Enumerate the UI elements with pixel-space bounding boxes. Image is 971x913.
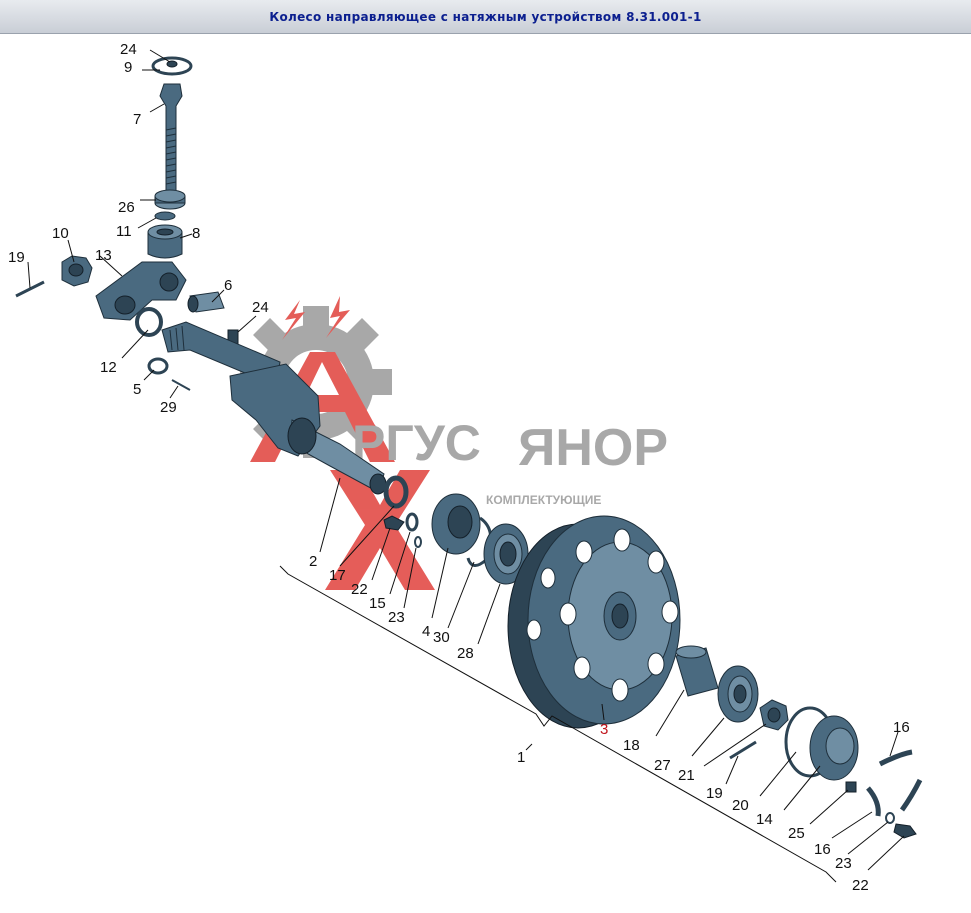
callout-23a: 23 xyxy=(388,609,405,626)
callout-22b: 22 xyxy=(852,877,869,894)
lock-washer-part-23a xyxy=(414,536,422,548)
callout-28: 28 xyxy=(457,645,474,662)
callout-19b: 19 xyxy=(706,785,723,802)
callout-10: 10 xyxy=(52,225,69,242)
lock-washer-part-23b xyxy=(885,812,895,824)
callout-12: 12 xyxy=(100,359,117,376)
callout-11: 11 xyxy=(116,223,132,240)
callout-8: 8 xyxy=(192,225,200,242)
callout-30: 30 xyxy=(433,629,450,646)
callout-3: 3 xyxy=(600,721,608,738)
callout-19a: 19 xyxy=(8,249,25,266)
callout-24a: 24 xyxy=(120,41,137,58)
callout-27: 27 xyxy=(654,757,671,774)
bearing-part-28 xyxy=(483,523,529,585)
callout-22a: 22 xyxy=(351,581,368,598)
watermark-brand-left: РГУС xyxy=(352,415,481,471)
bolt-part-22b xyxy=(893,823,917,839)
callout-13: 13 xyxy=(95,247,112,264)
bushing-part-6 xyxy=(187,291,225,313)
cotter-pin-part-19b xyxy=(729,740,757,760)
watermark-letter-x xyxy=(325,470,435,590)
callout-5: 5 xyxy=(133,381,141,398)
guide-wheel-part-3 xyxy=(507,515,681,729)
callout-21: 21 xyxy=(678,767,695,784)
watermark-bolt-right xyxy=(326,296,350,338)
bearing-part-27 xyxy=(717,665,759,723)
lock-plate-part-16b xyxy=(899,778,923,812)
exploded-parts-diagram: РГУС ЯНОР КОМПЛЕКТУЮЩИЕ xyxy=(8,41,923,894)
callout-20: 20 xyxy=(732,797,749,814)
title-bar: Колесо направляющее с натяжным устройств… xyxy=(0,0,971,34)
window-title: Колесо направляющее с натяжным устройств… xyxy=(269,10,702,24)
callout-9: 9 xyxy=(124,59,132,76)
lock-plate-part-16a xyxy=(878,749,913,767)
bolt-part-22a xyxy=(383,515,405,531)
bearing-part-26 xyxy=(154,189,186,210)
lock-plate-part-16c xyxy=(866,786,881,817)
washer-part-11 xyxy=(154,211,176,221)
nut-part-21 xyxy=(759,699,789,731)
callout-26: 26 xyxy=(118,199,135,216)
callout-4: 4 xyxy=(422,623,430,640)
callout-25: 25 xyxy=(788,825,805,842)
hub-cap-part-14 xyxy=(809,715,859,781)
callout-14: 14 xyxy=(756,811,773,828)
callout-23b: 23 xyxy=(835,855,852,872)
lever-arm-part-13 xyxy=(95,261,187,321)
callout-29: 29 xyxy=(160,399,177,416)
pin-part-29 xyxy=(171,379,191,391)
callout-2: 2 xyxy=(309,553,317,570)
ring-part-5 xyxy=(147,357,169,375)
assembly-bracket xyxy=(279,565,837,883)
callout-24b: 24 xyxy=(252,299,269,316)
slotted-nut-part-10 xyxy=(61,255,93,287)
callout-17: 17 xyxy=(329,567,346,584)
seal-ring-part-12 xyxy=(135,307,163,337)
crank-axle-part-2 xyxy=(161,321,387,495)
callout-18: 18 xyxy=(623,737,640,754)
cover-part-4 xyxy=(431,493,481,555)
callout-6: 6 xyxy=(224,277,232,294)
callout-7: 7 xyxy=(133,111,141,128)
callout-15: 15 xyxy=(369,595,386,612)
plug-part-25 xyxy=(845,781,857,793)
leader-lines xyxy=(27,49,905,871)
callout-16b: 16 xyxy=(814,841,831,858)
watermark-brand-right: ЯНОР xyxy=(518,419,668,477)
callout-labels: 24 9 7 26 11 8 10 19 13 6 24 12 5 29 2 1… xyxy=(8,41,910,894)
spacer-sleeve-part-18 xyxy=(675,645,719,697)
callout-16a: 16 xyxy=(893,719,910,736)
seal-part-17 xyxy=(383,475,409,509)
watermark-tagline: КОМПЛЕКТУЮЩИЕ xyxy=(486,493,601,507)
handwheel-part-9 xyxy=(151,56,193,76)
washer-part-15 xyxy=(405,512,419,532)
tension-screw-part-7 xyxy=(159,83,183,197)
screw-housing-part-8 xyxy=(147,224,183,259)
cotter-pin-part-19a xyxy=(15,280,45,298)
callout-1: 1 xyxy=(517,749,525,766)
